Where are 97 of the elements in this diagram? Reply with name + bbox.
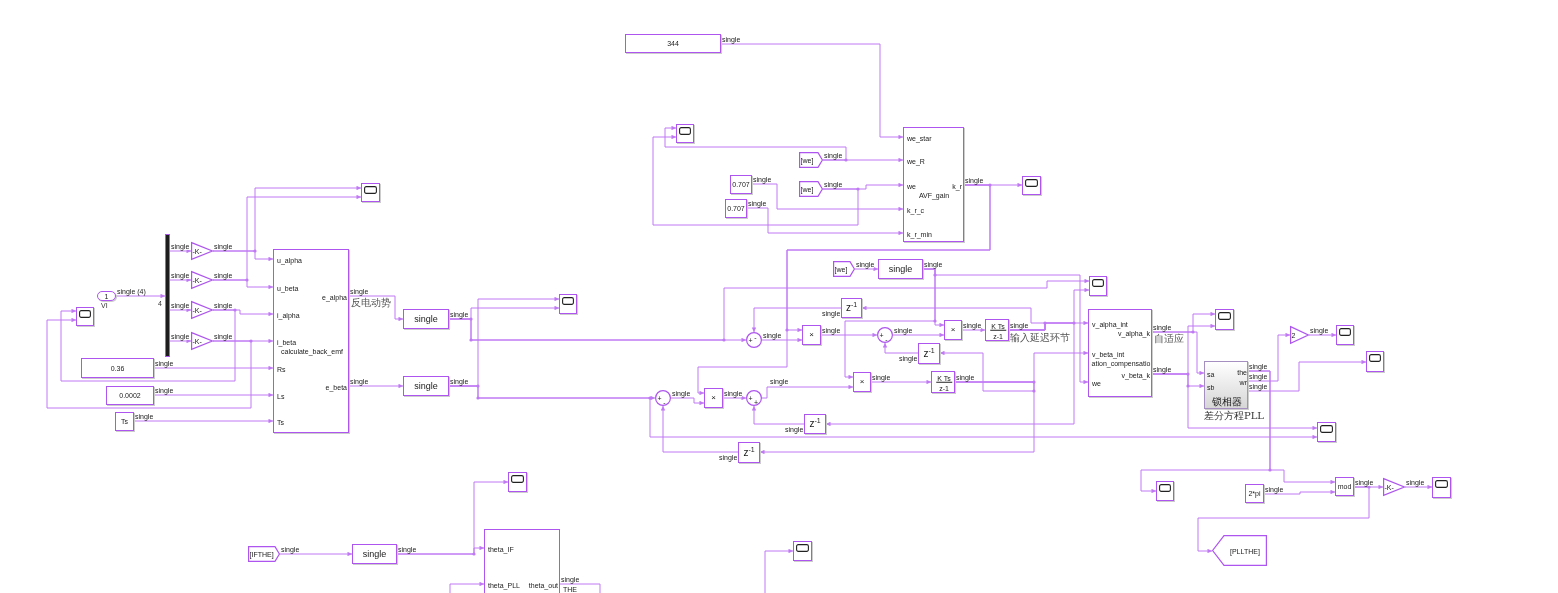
product-block: × xyxy=(704,388,723,408)
signal-line xyxy=(396,479,509,555)
signal-line xyxy=(153,392,274,398)
signal-line xyxy=(820,332,878,338)
scope-block xyxy=(1156,481,1174,501)
signal-line xyxy=(870,379,932,385)
sum-circle xyxy=(655,390,671,406)
signal-line xyxy=(664,125,847,161)
signal-line xyxy=(133,418,274,424)
signal-line xyxy=(449,581,485,593)
delay-block: z$^{-1}$ xyxy=(804,414,826,434)
scope-block xyxy=(559,294,577,314)
signal-line xyxy=(169,338,192,344)
sum-circle xyxy=(877,327,893,343)
scope-block xyxy=(1089,276,1107,296)
signal-line xyxy=(1247,370,1336,485)
signal-line xyxy=(1247,359,1367,392)
signal-name: 反电动势 xyxy=(351,298,391,308)
signal-name: 自适应 xyxy=(1154,334,1184,344)
delay-block: z$^{-1}$ xyxy=(738,442,760,463)
signal-line xyxy=(961,327,986,333)
signal-line xyxy=(559,583,601,593)
signal-line xyxy=(1197,486,1370,554)
conversion-block: single xyxy=(403,376,449,396)
signal-line xyxy=(939,350,1035,392)
signal-line xyxy=(153,365,274,371)
signal-line xyxy=(1247,332,1291,382)
product-block: × xyxy=(802,325,821,345)
signal-line xyxy=(759,381,1035,455)
signal-line xyxy=(722,395,747,401)
function-block xyxy=(273,249,349,433)
conversion-block: single xyxy=(878,259,923,279)
sum-circle xyxy=(746,390,762,406)
scope-block xyxy=(1336,325,1354,345)
signal-line xyxy=(761,384,854,399)
delay-block: z$^{-1}$ xyxy=(918,343,940,364)
scope-block xyxy=(1215,309,1234,330)
signal-line xyxy=(670,397,705,406)
conversion-block: single xyxy=(352,544,397,564)
signal-line xyxy=(348,383,404,389)
scope-block xyxy=(793,541,812,561)
scope-block xyxy=(361,183,380,202)
signal-line xyxy=(46,317,252,409)
signal-line xyxy=(212,194,362,281)
signal-line xyxy=(169,248,192,254)
sum-circle xyxy=(746,332,762,348)
signal-line xyxy=(751,307,842,333)
signal-line xyxy=(882,342,919,354)
scope-block xyxy=(1432,477,1451,498)
signal-line xyxy=(212,185,362,252)
signal-line xyxy=(169,277,192,283)
signal-line xyxy=(1263,489,1336,495)
delay-block: z$^{-1}$ xyxy=(841,298,862,318)
signal-line xyxy=(761,337,803,343)
signal-line xyxy=(652,134,859,226)
signal-line xyxy=(720,43,904,140)
block-name: 差分方程PLL xyxy=(1204,411,1264,421)
signal-line xyxy=(751,183,904,212)
signal-line xyxy=(448,385,1318,440)
function-block xyxy=(1088,309,1152,397)
signal-line xyxy=(660,405,739,453)
signal-line xyxy=(448,278,1090,341)
signal-line xyxy=(1151,373,1318,431)
scope-block xyxy=(1022,176,1041,195)
product-block: × xyxy=(944,320,962,340)
signal-line xyxy=(169,307,192,313)
signal-name: 输入延迟环节 xyxy=(1010,333,1070,343)
signal-line xyxy=(1151,331,1205,376)
scope-block xyxy=(1366,351,1384,372)
conversion-block: single xyxy=(403,309,449,329)
signal-line xyxy=(751,405,805,425)
signal-line xyxy=(764,548,794,593)
signal-line xyxy=(922,268,1089,385)
scope-block xyxy=(508,472,527,492)
scope-block xyxy=(1317,422,1336,442)
signal-line xyxy=(1308,332,1337,338)
demux-bar xyxy=(165,234,170,357)
signal-line xyxy=(1008,287,1090,331)
function-block xyxy=(484,529,560,593)
signal-line xyxy=(746,207,904,236)
integrator-block xyxy=(985,319,1009,341)
product-block: × xyxy=(853,372,871,392)
signal-line xyxy=(115,293,166,299)
signal-line xyxy=(825,322,1075,427)
signal-line xyxy=(348,295,404,322)
integrator-block xyxy=(931,371,955,393)
scope-block xyxy=(676,124,694,143)
signal-line xyxy=(697,184,991,396)
subsystem-block xyxy=(1204,361,1248,409)
signal-line xyxy=(1404,484,1433,490)
signal-line xyxy=(854,266,879,272)
signal-line xyxy=(279,551,353,557)
block-label: 锁相器 xyxy=(1212,397,1242,407)
signal-line xyxy=(892,332,945,338)
function-block xyxy=(903,127,964,242)
scope-block xyxy=(76,307,94,326)
signal-line xyxy=(60,308,236,382)
